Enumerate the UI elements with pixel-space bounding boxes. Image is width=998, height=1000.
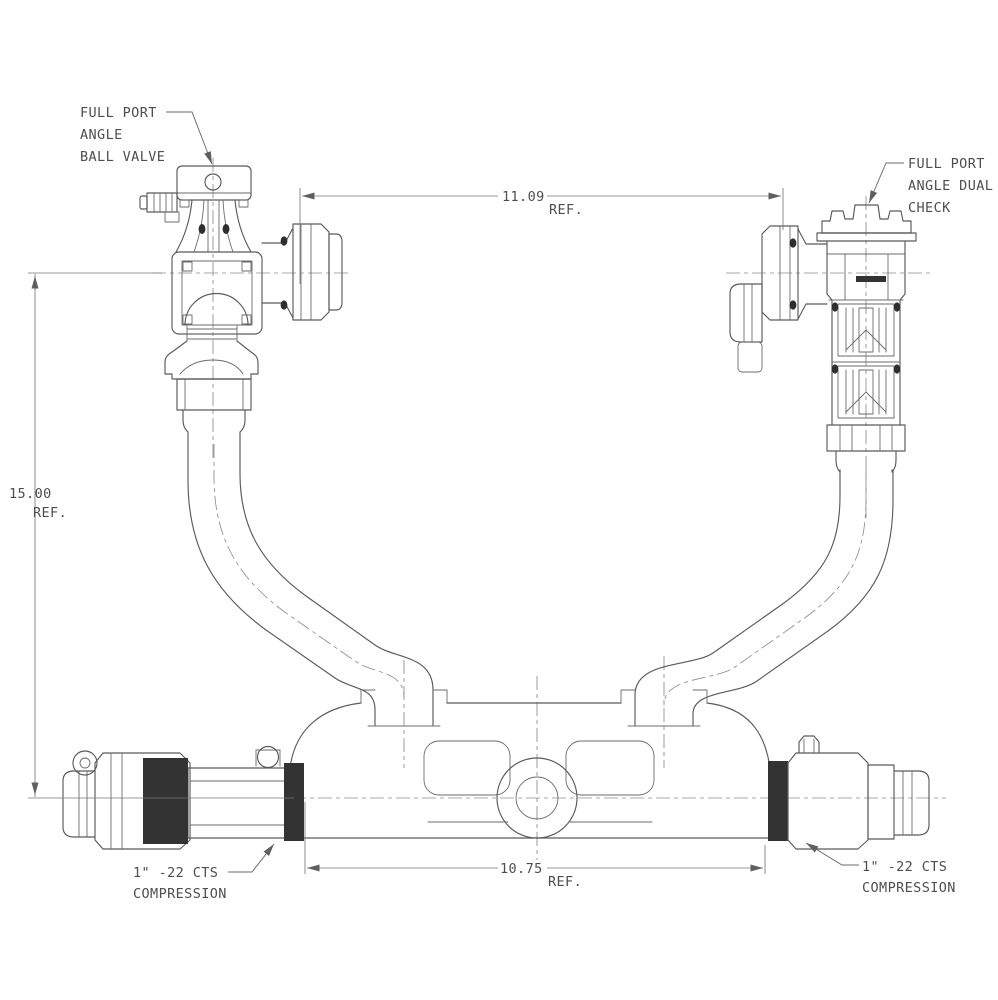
dim-left-ref: REF. <box>33 505 67 521</box>
dual-check-label-line2: ANGLE DUAL <box>908 178 993 194</box>
left-s-pipe <box>187 443 448 727</box>
right-s-pipe <box>620 469 894 727</box>
left-compression-fitting <box>62 745 304 850</box>
label-compression-right: 1" -22 CTS COMPRESSION <box>805 842 956 896</box>
ball-valve-label-line3: BALL VALVE <box>80 149 165 165</box>
compression-left-line1: 1" -22 CTS <box>133 865 218 881</box>
label-ball-valve: FULL PORT ANGLE BALL VALVE <box>80 105 213 165</box>
compression-right-line1: 1" -22 CTS <box>862 859 947 875</box>
dimension-left-15-00: 15.00 REF. <box>9 272 294 799</box>
bottom-manifold <box>289 702 771 839</box>
compression-right-line2: COMPRESSION <box>862 880 956 896</box>
label-dual-check: FULL PORT ANGLE DUAL CHECK <box>868 156 993 216</box>
dimension-bottom-10-75: 10.75 REF. <box>304 802 766 890</box>
ball-valve-label-line2: ANGLE <box>80 127 123 143</box>
ball-valve-label-line1: FULL PORT <box>80 105 157 121</box>
dual-check-label-line1: FULL PORT <box>908 156 985 172</box>
label-compression-left: 1" -22 CTS COMPRESSION <box>133 843 275 902</box>
angle-dual-check-valve <box>729 204 917 473</box>
dimension-top-11-09: 11.09 REF. <box>299 188 784 284</box>
right-compression-fitting <box>768 735 930 850</box>
angle-ball-valve <box>139 165 343 445</box>
dim-left-value: 15.00 <box>9 486 52 502</box>
dim-bottom-value: 10.75 <box>500 861 543 877</box>
compression-left-line2: COMPRESSION <box>133 886 227 902</box>
dim-bottom-ref: REF. <box>548 874 582 890</box>
dual-check-label-line3: CHECK <box>908 200 951 216</box>
dim-top-ref: REF. <box>549 202 583 218</box>
dim-top-value: 11.09 <box>502 189 545 205</box>
